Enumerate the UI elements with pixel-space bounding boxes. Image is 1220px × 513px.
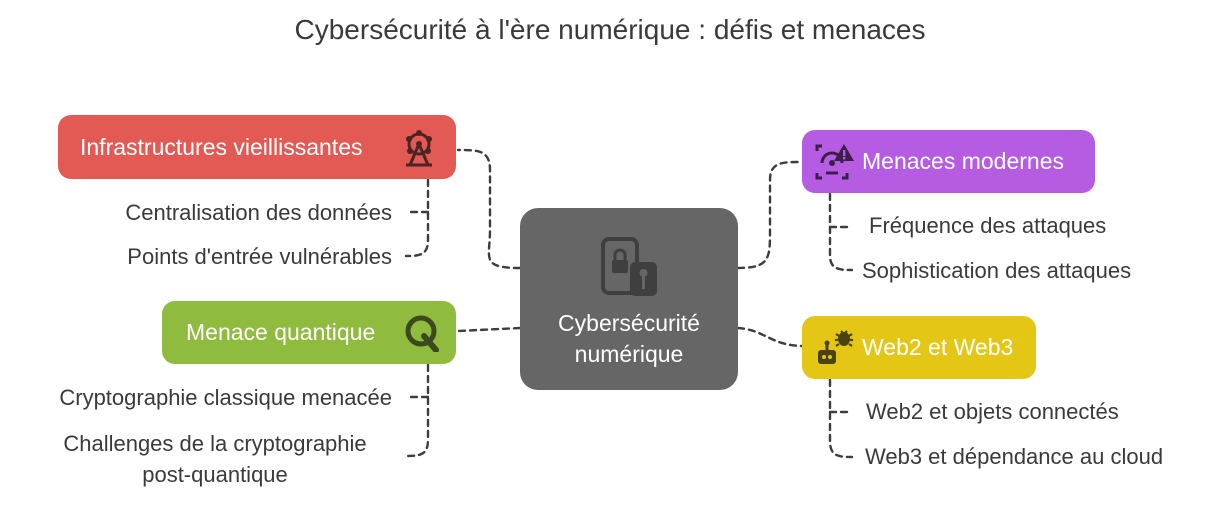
branch-menaces-modernes-label: Menaces modernes <box>862 148 1064 174</box>
connector-quant-items <box>404 363 430 458</box>
quant-item-2: Challenges de la cryptographie post-quan… <box>63 431 367 487</box>
branch-infrastructures: Infrastructures vieillissantes <box>58 115 456 179</box>
ferris-wheel-icon <box>406 130 432 167</box>
modern-item-1: Fréquence des attaques <box>869 213 1107 238</box>
diagram-title: Cybersécurité à l'ère numérique : défis … <box>294 14 926 45</box>
quant-item-1: Cryptographie classique menacée <box>59 385 392 410</box>
connector-modern-items <box>828 192 854 272</box>
branch-menace-quantique: Menace quantique <box>162 301 456 364</box>
branch-infrastructures-label: Infrastructures vieillissantes <box>80 133 363 160</box>
connector-web <box>736 326 804 348</box>
center-label: Cybersécurité numérique <box>558 310 700 367</box>
threat-warning-icon <box>815 144 854 180</box>
connector-web-items <box>828 378 854 459</box>
robot-bug-icon <box>818 330 853 364</box>
infra-item-1: Centralisation des données <box>125 200 392 225</box>
infra-item-2: Points d'entrée vulnérables <box>127 244 392 269</box>
connector-infra <box>456 148 522 270</box>
connector-infra-items <box>404 178 430 258</box>
modern-item-2: Sophistication des attaques <box>862 258 1132 283</box>
web-item-1: Web2 et objets connectés <box>866 399 1119 424</box>
web-item-2: Web3 et dépendance au cloud <box>865 444 1164 469</box>
branch-menace-quantique-label: Menace quantique <box>186 319 376 345</box>
branch-web2-web3: Web2 et Web3 <box>802 316 1036 379</box>
quantum-q-icon <box>405 315 439 352</box>
center-node: Cybersécurité numérique <box>520 208 738 390</box>
connector-modern <box>736 160 804 270</box>
branch-web2-web3-label: Web2 et Web3 <box>862 334 1014 360</box>
phone-lock-key-icon <box>601 237 657 296</box>
branch-menaces-modernes: Menaces modernes <box>802 130 1095 193</box>
connector-quant <box>456 326 522 333</box>
